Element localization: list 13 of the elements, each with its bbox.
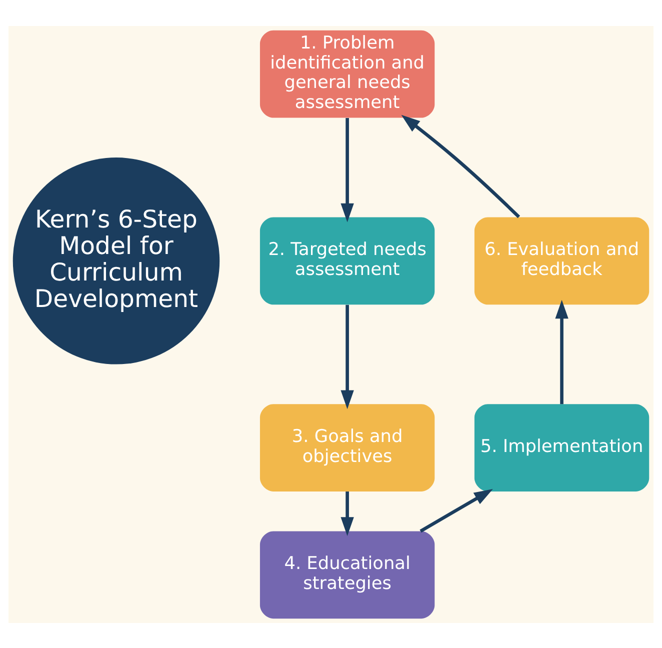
arrow xyxy=(340,304,354,409)
node-box: 1. Problem identification and general needs assessment xyxy=(260,30,435,118)
node-circle: Kern’s 6-Step Model for Curriculum Development xyxy=(12,157,220,364)
node-box: 2. Targeted needs assessment xyxy=(260,216,435,304)
arrow xyxy=(340,118,354,222)
arrow xyxy=(401,114,520,218)
node-box: 6. Evaluation and feedback xyxy=(474,216,650,304)
arrow xyxy=(420,488,493,532)
node-box: 5. Implementation xyxy=(474,404,650,491)
node-box: 4. Educational strategies xyxy=(260,530,435,618)
arrow xyxy=(555,299,568,404)
node-box: 3. Goals and objectives xyxy=(260,404,435,491)
arrow xyxy=(340,491,354,536)
